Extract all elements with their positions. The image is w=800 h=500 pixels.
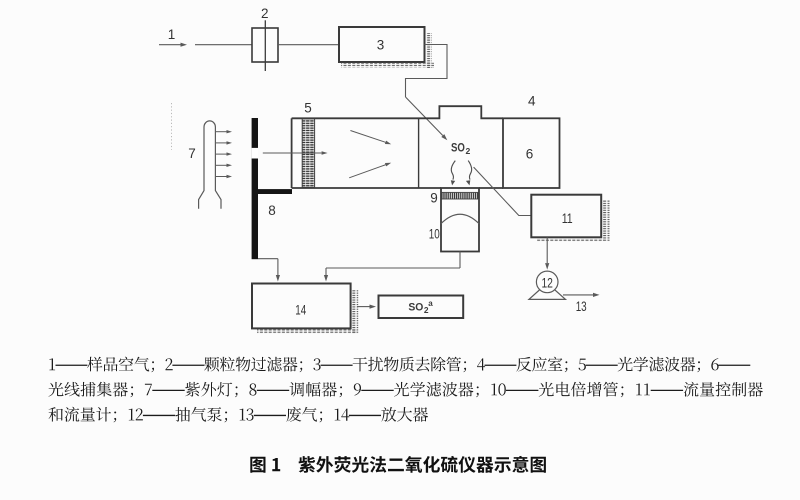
svg-text:2: 2 (466, 146, 471, 156)
svg-text:SO: SO (451, 143, 465, 155)
svg-text:2: 2 (424, 305, 429, 315)
svg-text:10: 10 (429, 227, 440, 242)
svg-text:13: 13 (576, 299, 587, 314)
svg-text:14: 14 (295, 302, 306, 317)
svg-text:9: 9 (430, 190, 438, 205)
svg-text:12: 12 (541, 275, 553, 290)
svg-text:5: 5 (304, 101, 312, 116)
svg-text:SO: SO (408, 302, 423, 314)
svg-text:7: 7 (188, 146, 196, 161)
svg-text:4: 4 (528, 94, 536, 109)
svg-text:2: 2 (261, 6, 269, 21)
svg-text:3: 3 (377, 38, 385, 53)
svg-text:11: 11 (562, 211, 573, 226)
svg-text:8: 8 (268, 203, 276, 218)
svg-text:a: a (428, 299, 433, 308)
svg-text:6: 6 (526, 147, 534, 162)
svg-text:1: 1 (168, 27, 176, 42)
